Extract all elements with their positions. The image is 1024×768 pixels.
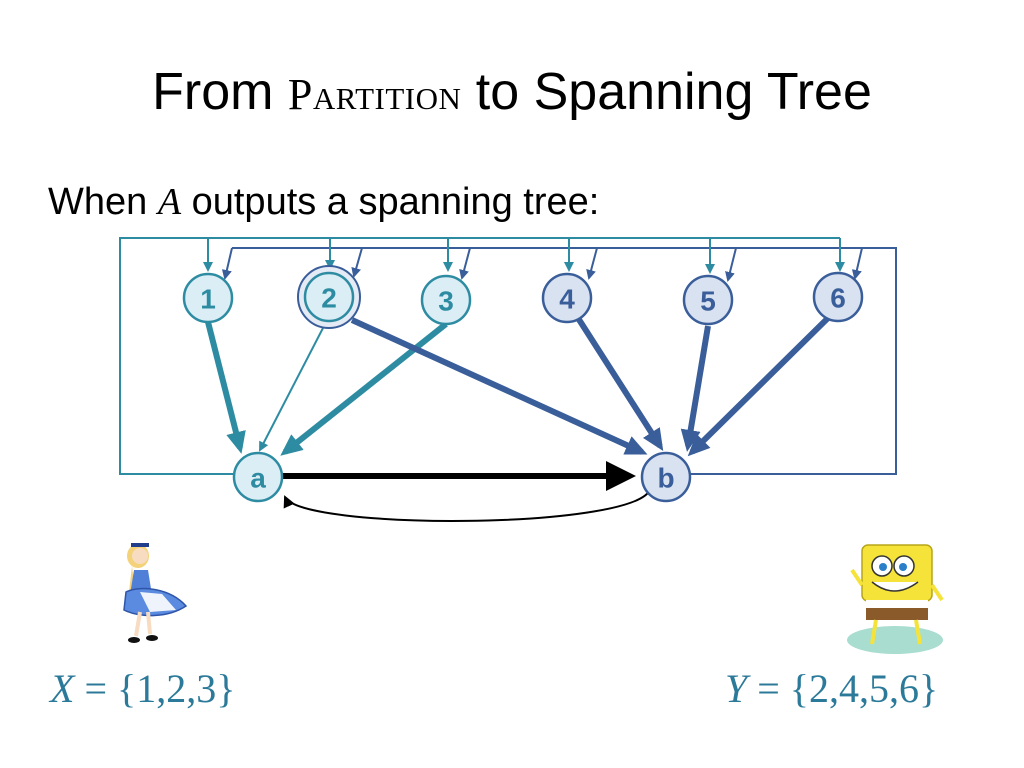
node-5: 5: [682, 274, 734, 326]
svg-text:a: a: [250, 463, 266, 494]
slide-title: From Partition to Spanning Tree: [152, 63, 872, 121]
edge-b-a-curve: [283, 489, 651, 522]
node-a: a: [232, 451, 284, 503]
node-2: 2: [297, 265, 361, 329]
svg-text:6: 6: [830, 283, 846, 314]
navy-drop-3: [459, 247, 471, 280]
partition-smallcaps: Partition: [287, 70, 462, 119]
wire-a-loop: [119, 237, 840, 475]
navy-drop-4: [586, 247, 598, 280]
algorithm-variable: A: [157, 181, 182, 223]
node-b: b: [640, 451, 692, 503]
svg-text:3: 3: [438, 286, 454, 317]
svg-text:1: 1: [200, 284, 216, 315]
alice-illustration: [123, 543, 188, 643]
edge-2-b: [350, 317, 648, 455]
node-6: 6: [812, 271, 864, 323]
node-4: 4: [541, 272, 593, 324]
edge-4-b: [575, 316, 664, 452]
svg-text:5: 5: [700, 286, 716, 317]
spongebob-illustration: [847, 544, 944, 654]
navy-drop-1: [221, 247, 233, 280]
navy-drop-2: [351, 247, 363, 278]
edge-3-a: [280, 321, 448, 456]
edge-6-b: [687, 315, 831, 457]
node-1: 1: [182, 272, 234, 324]
set-y-label: Y = {2,4,5,6}: [725, 666, 939, 711]
svg-text:b: b: [657, 463, 674, 494]
node-3: 3: [420, 274, 472, 326]
navy-drop-6: [851, 247, 863, 280]
slide-subtitle: When A outputs a spanning tree:: [48, 181, 600, 223]
set-x-label: X = {1,2,3}: [50, 666, 236, 711]
svg-text:4: 4: [559, 284, 575, 315]
edge-5-b: [680, 325, 711, 452]
edge-1-a: [205, 321, 246, 454]
svg-text:2: 2: [321, 283, 337, 314]
edge-2-a-thin: [259, 327, 324, 452]
wire-b-loop: [232, 247, 897, 475]
navy-drop-5: [725, 247, 737, 282]
